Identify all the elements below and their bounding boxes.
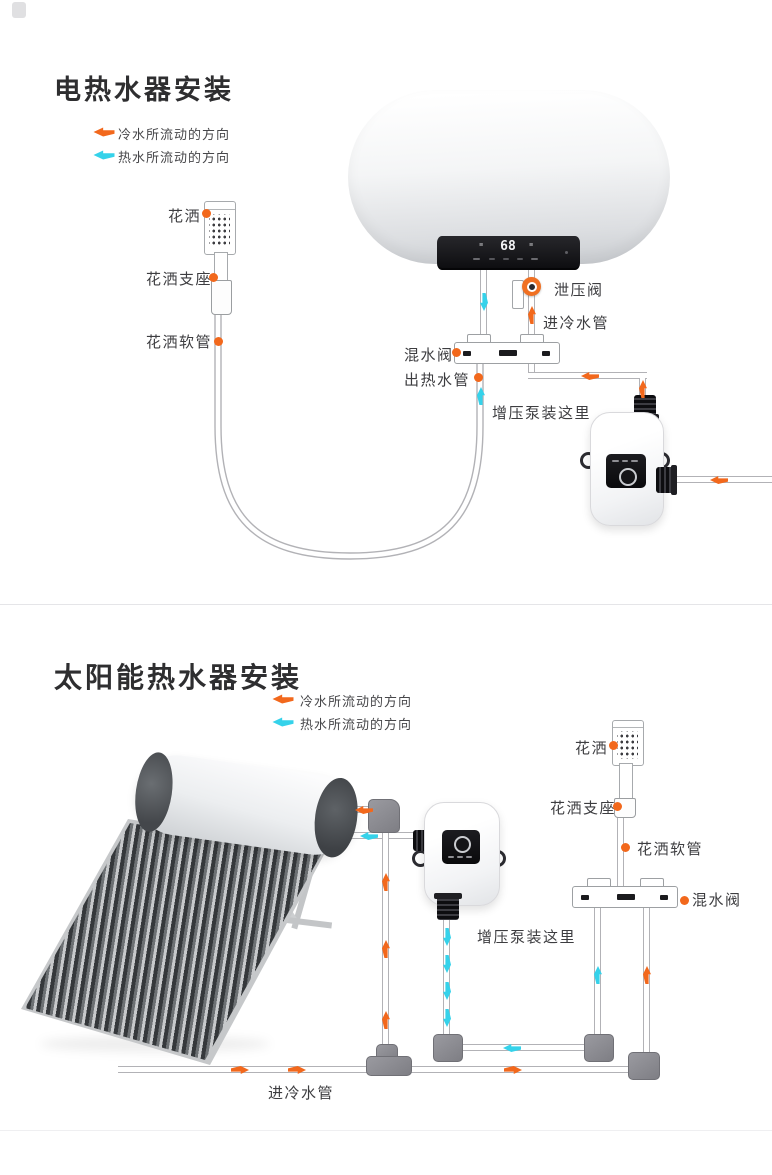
panel-indicator-dot (565, 251, 568, 254)
cold-flow-arrow (355, 806, 373, 814)
pump-display-text (631, 460, 638, 462)
label-marker-dot (609, 741, 618, 750)
legend-hot-label: 热水所流动的方向 (300, 717, 413, 732)
label-marker-dot (613, 802, 622, 811)
pump-display (606, 454, 646, 488)
pump-display-text (612, 460, 619, 462)
valve-handle (617, 894, 635, 900)
cold-flow-legend-arrow-icon (272, 694, 294, 704)
pump-inlet-fitting (634, 395, 656, 417)
label-mixing-valve: 混水阀 (404, 347, 454, 364)
relief-valve-icon (522, 277, 541, 296)
panel-button (517, 258, 523, 260)
label-marker-dot (680, 896, 689, 905)
pump-display-text (457, 856, 463, 858)
cold-flow-legend-arrow-icon (93, 127, 115, 137)
panel-button (473, 258, 480, 260)
elbow-connector (628, 1052, 660, 1080)
electric-section-title: 电热水器安装 (54, 75, 234, 105)
label-cold-in-pipe: 进冷水管 (268, 1085, 335, 1102)
section-divider (0, 604, 772, 605)
label-pump-here: 增压泵装这里 (492, 405, 592, 422)
valve-end-cap (581, 895, 589, 900)
heater-control-panel: ≡ 68 ≡ (437, 236, 580, 270)
elbow-connector (433, 1034, 463, 1062)
label-hot-out-pipe: 出热水管 (404, 372, 471, 389)
hot-flow-arrow (503, 1044, 521, 1052)
pump-outlet-fitting (437, 896, 459, 920)
pump-display-text (466, 856, 472, 858)
hot-flow-legend-arrow-icon (93, 150, 115, 160)
label-marker-dot (214, 337, 223, 346)
pump-dial (454, 836, 471, 853)
pipe-cold-inlet (528, 263, 535, 335)
hot-flow-arrow (360, 832, 378, 840)
legend-cold-label: 冷水所流动的方向 (300, 694, 413, 709)
pump-display-text (448, 856, 454, 858)
pump-display (442, 830, 480, 864)
hot-flow-legend-arrow-icon (272, 717, 294, 727)
valve-end-cap (542, 351, 550, 356)
cold-flow-arrow (710, 476, 728, 484)
label-marker-dot (452, 348, 461, 357)
label-mixing-valve: 混水阀 (692, 892, 742, 909)
panel-right-marks: ≡ (529, 242, 534, 249)
panel-button (531, 258, 538, 260)
solar-section-title: 太阳能热水器安装 (54, 662, 303, 693)
pump-outlet-fitting (656, 467, 674, 493)
elbow-connector (368, 799, 400, 833)
mixing-valve (454, 342, 560, 364)
elbow-connector (584, 1034, 614, 1062)
corner-artifact (12, 2, 26, 18)
pump-dial (619, 468, 637, 486)
mixing-valve (572, 886, 678, 908)
pump-fitting-flange (671, 465, 677, 495)
panel-button (489, 258, 495, 260)
valve-end-cap (463, 351, 471, 356)
label-shower: 花洒 (168, 208, 202, 225)
temperature-display: 68 (500, 239, 516, 254)
pump-display-text (622, 460, 628, 462)
label-shower-hose: 花洒软管 (146, 334, 213, 351)
shower-hose-curve (214, 312, 484, 560)
electric-water-heater (348, 90, 670, 264)
label-shower-bracket: 花洒支座 (550, 800, 617, 817)
label-shower-bracket: 花洒支座 (146, 271, 213, 288)
label-pump-here: 增压泵装这里 (477, 929, 577, 946)
panel-left-marks: ≡ (479, 242, 484, 249)
shower-nozzle-grid (209, 214, 230, 246)
bottom-divider (0, 1130, 772, 1131)
pipe-hot-loop (455, 1044, 591, 1051)
valve-end-cap (660, 895, 668, 900)
label-marker-dot (621, 843, 630, 852)
label-marker-dot (209, 273, 218, 282)
tank-end-cap-left (130, 749, 178, 835)
label-shower: 花洒 (575, 740, 609, 757)
label-shower-hose: 花洒软管 (637, 841, 704, 858)
cold-flow-arrow (581, 372, 599, 380)
pump-fitting-flange (434, 893, 462, 899)
label-marker-dot (202, 209, 211, 218)
shower-bracket (211, 280, 232, 315)
label-relief-valve: 泄压阀 (554, 282, 604, 299)
legend-hot-label: 热水所流动的方向 (118, 150, 231, 165)
tee-connector (366, 1056, 412, 1076)
pipe-valve-right-stub (528, 360, 535, 376)
relief-valve-clip (512, 280, 524, 309)
panel-button (503, 258, 509, 260)
shower-handle (619, 763, 633, 802)
pipe-pump-down (443, 910, 450, 1042)
shower-nozzle-grid (617, 731, 638, 759)
legend-cold-label: 冷水所流动的方向 (118, 127, 231, 142)
label-marker-dot (474, 373, 483, 382)
tank-end-cap-right (309, 775, 363, 861)
valve-handle (499, 350, 517, 356)
label-cold-in-pipe: 进冷水管 (543, 315, 610, 332)
